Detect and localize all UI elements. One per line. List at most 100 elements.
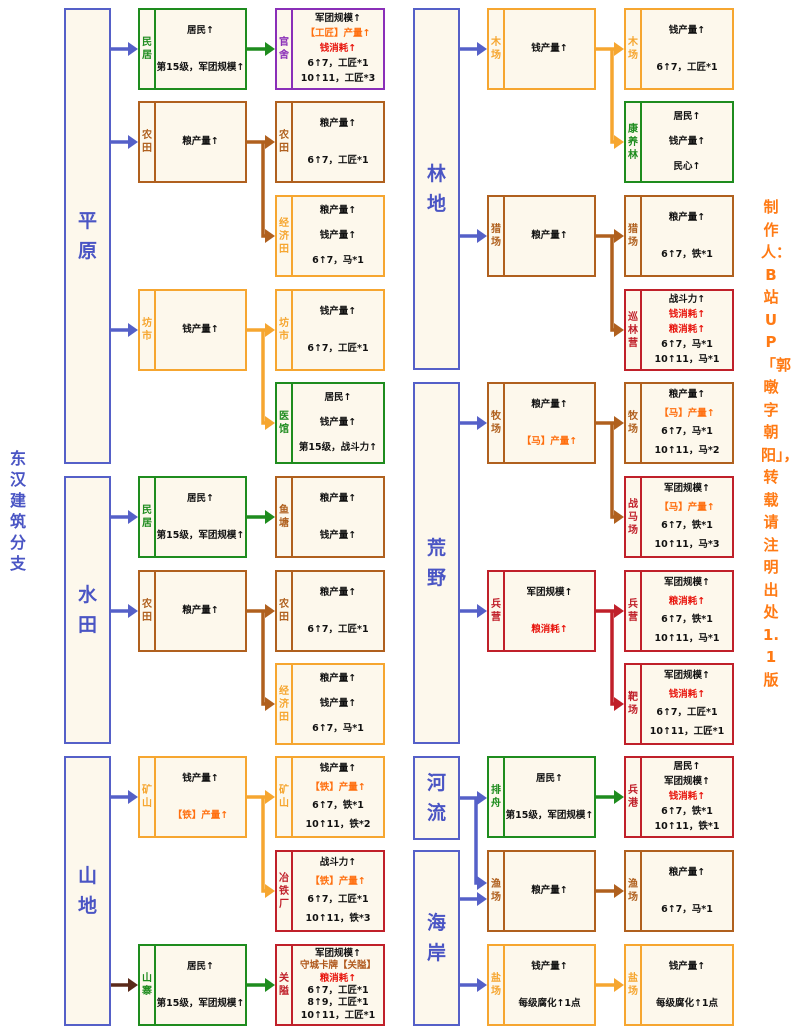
effect-line: 粮产量↑ (319, 673, 357, 685)
building-name: 冶铁厂 (279, 872, 289, 910)
building-card-s_jingjitian: 经济田粮产量↑钱产量↑6↑7，马*1 (275, 663, 385, 745)
arrowhead-icon (265, 42, 275, 56)
building-tag: 兵营 (489, 572, 505, 650)
effect-line: 粮产量↑ (319, 492, 357, 504)
effect-line: 10↑11，铁*2 (305, 818, 371, 830)
effect-line: 钱消耗↑ (668, 790, 706, 802)
building-name: 官舍 (279, 37, 289, 61)
effect-line: 6↑7，工匠*1 (307, 894, 369, 906)
effect-line: 钱产量↑ (319, 697, 357, 709)
effect-line: 军团规模↑ (664, 670, 710, 682)
building-card-p_fangshi2: 坊市钱产量↑6↑7，工匠*1 (275, 289, 385, 371)
building-effects: 粮产量↑6↑7，马*1 (642, 852, 732, 930)
building-name: 山寨 (142, 973, 152, 997)
arrowhead-icon (614, 884, 624, 898)
effect-line: 第15级，军团规模↑ (156, 61, 245, 73)
building-effects: 钱产量↑每级腐化↑1点 (505, 946, 594, 1024)
effect-line: 粮产量↑ (182, 605, 219, 616)
building-card-c_yanchang2: 盐场钱产量↑每级腐化↑1点 (624, 944, 734, 1026)
building-effects: 钱产量↑每级腐化↑1点 (642, 946, 732, 1024)
building-tag: 官舍 (277, 10, 293, 88)
effect-line: 粮产量↑ (668, 866, 706, 878)
effect-line: 6↑7，马*1 (312, 254, 364, 266)
building-effects: 粮产量↑6↑7，铁*1 (642, 197, 732, 275)
building-name: 渔场 (491, 879, 501, 903)
effect-line: 6↑7，工匠*1 (656, 61, 718, 73)
building-effects: 居民↑钱产量↑第15级，战斗力↑ (293, 384, 383, 462)
effect-line: 粮产量↑ (531, 885, 568, 896)
effect-line: 民心↑ (673, 160, 701, 172)
effect-line: 军团规模↑ (664, 483, 710, 495)
building-name: 牧场 (491, 411, 501, 435)
building-card-f_muchang: 木场 钱产量↑ (487, 8, 596, 90)
effect-line: 钱产量↑ (531, 960, 568, 972)
terrain-wild: 荒野 (413, 382, 460, 744)
arrowhead-icon (477, 978, 487, 992)
arrowhead-icon (614, 229, 624, 243)
effect-line: 居民↑ (673, 111, 701, 123)
building-name: 经济田 (279, 685, 289, 723)
building-name: 牧场 (628, 411, 638, 435)
effect-line: 居民↑ (536, 772, 563, 784)
effect-line: 【马】产量↑ (659, 407, 715, 419)
arrowhead-icon (265, 510, 275, 524)
effect-line: 粮产量↑ (319, 586, 357, 598)
effect-line: 战斗力↑ (319, 857, 357, 869)
building-card-s_minju: 民居居民↑第15级，军团规模↑ (138, 476, 247, 558)
effect-line: 10↑11，马*2 (654, 444, 720, 456)
building-name: 矿山 (142, 785, 152, 809)
building-effects: 钱产量↑【铁】产量↑ (156, 758, 245, 836)
effect-line: 钱产量↑ (668, 960, 706, 972)
effect-line: 居民↑ (324, 392, 352, 404)
arrowhead-icon (128, 510, 138, 524)
effect-line: 6↑7，工匠*1 (307, 985, 369, 997)
terrain-plain: 平原 (64, 8, 111, 464)
building-tag: 山寨 (140, 946, 156, 1024)
building-card-m_shanzhai: 山寨居民↑第15级，军团规模↑ (138, 944, 247, 1026)
building-name: 兵港 (628, 785, 638, 809)
effect-line: 6↑7，工匠*1 (307, 342, 369, 354)
building-card-s_nongtian: 农田粮产量↑ (138, 570, 247, 652)
effect-line: 军团规模↑ (315, 948, 361, 960)
building-tag: 排舟 (489, 758, 505, 836)
arrowhead-icon (477, 229, 487, 243)
effect-line: 军团规模↑ (526, 586, 573, 598)
building-effects: 粮产量↑钱产量↑6↑7，马*1 (293, 197, 383, 275)
building-effects: 粮产量↑ (156, 572, 245, 650)
building-tag: 巡林营 (626, 291, 642, 369)
building-effects: 居民↑第15级，军团规模↑ (156, 946, 245, 1024)
building-card-s_nongtian2: 农田粮产量↑6↑7，工匠*1 (275, 570, 385, 652)
effect-line: 钱产量↑ (319, 305, 357, 317)
effect-line: 6↑7，马*1 (661, 338, 713, 350)
building-tag: 矿山 (140, 758, 156, 836)
building-name: 民居 (142, 37, 152, 61)
connector-line (474, 798, 479, 885)
building-effects: 粮产量↑钱产量↑ (293, 478, 383, 556)
arrowhead-icon (265, 323, 275, 337)
terrain-name: 山地 (77, 865, 97, 917)
effect-line: 钱产量↑ (668, 135, 706, 147)
terrain-forest: 林地 (413, 8, 460, 370)
arrowhead-icon (128, 323, 138, 337)
terrain-name: 海岸 (426, 912, 446, 964)
building-name: 医馆 (279, 411, 289, 435)
building-card-w_muchang: 牧场粮产量↑【马】产量↑ (487, 382, 596, 464)
effect-line: 钱产量↑ (531, 43, 568, 54)
building-card-w_bingying: 兵营军团规模↑粮消耗↑ (487, 570, 596, 652)
building-tag: 经济田 (277, 197, 293, 275)
building-tag: 木场 (489, 10, 505, 88)
building-card-f_liechang2: 猎场粮产量↑6↑7，铁*1 (624, 195, 734, 277)
building-name: 猎场 (491, 224, 501, 248)
effect-line: 6↑7，铁*1 (661, 805, 713, 817)
effect-line: 军团规模↑ (664, 776, 710, 788)
effect-line: 8↑9，工匠*1 (307, 997, 369, 1009)
building-card-p_yiguan: 医馆居民↑钱产量↑第15级，战斗力↑ (275, 382, 385, 464)
